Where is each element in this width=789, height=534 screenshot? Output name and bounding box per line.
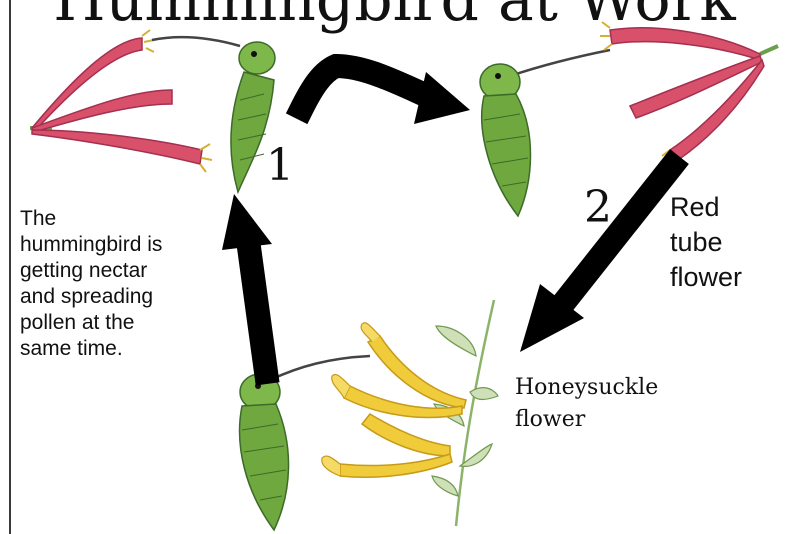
arrow-left-up <box>222 194 272 372</box>
label-honeysuckle-flower: Honeysuckle flower <box>515 372 658 436</box>
caption-line: The <box>20 206 162 232</box>
caption-line: and spreading <box>20 284 162 310</box>
arrow-top <box>302 66 470 124</box>
label-line: tube <box>670 225 742 260</box>
label-line: Red <box>670 190 742 225</box>
step-number-2: 2 <box>584 186 612 230</box>
caption-text: The hummingbird is getting nectar and sp… <box>20 206 162 362</box>
label-line: Honeysuckle <box>515 372 658 404</box>
caption-line: same time. <box>20 336 162 362</box>
label-line: flower <box>670 260 742 295</box>
step-number-1: 1 <box>266 144 294 188</box>
caption-line: getting nectar <box>20 258 162 284</box>
caption-line: hummingbird is <box>20 232 162 258</box>
caption-line: pollen at the <box>20 310 162 336</box>
label-red-tube-flower: Red tube flower <box>670 190 742 295</box>
label-line: flower <box>515 404 658 436</box>
